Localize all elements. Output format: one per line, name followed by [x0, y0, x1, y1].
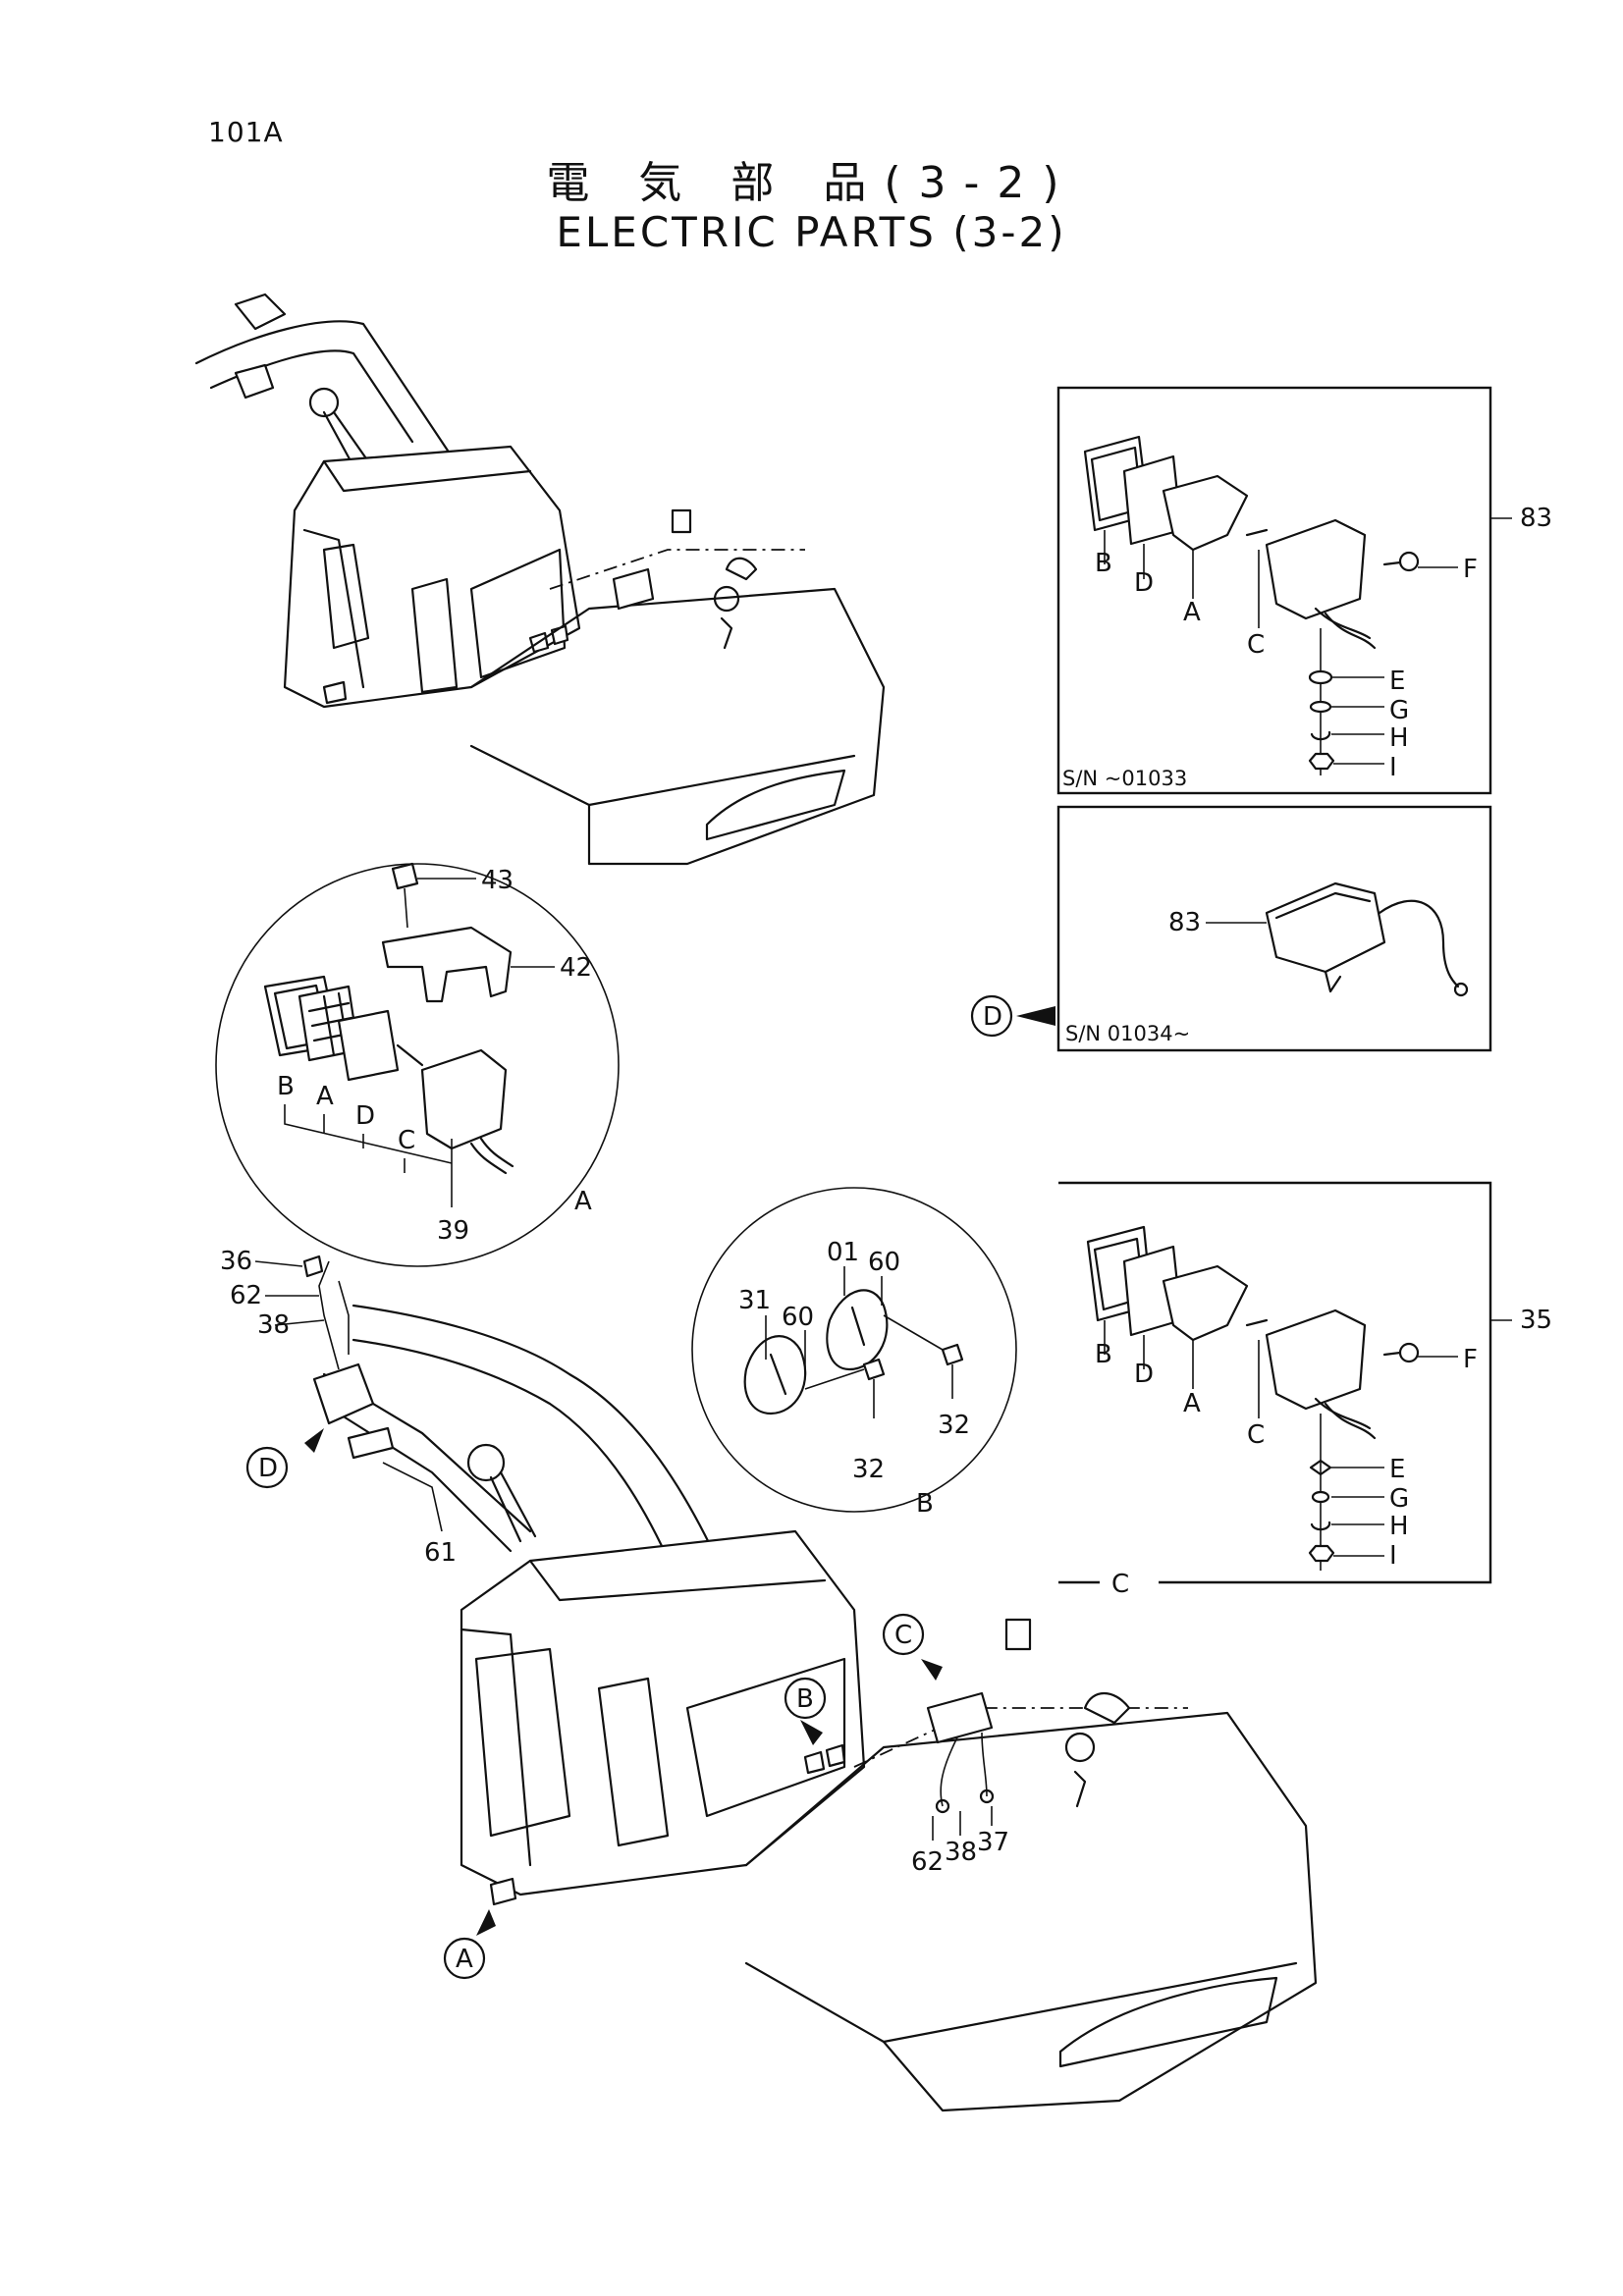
- svg-text:B: B: [1095, 549, 1112, 578]
- machine-overview-bottom: 36 62 38 61 D: [220, 1247, 1318, 2112]
- svg-text:32: 32: [938, 1411, 970, 1440]
- serial-range-upper: S/N ~01033: [1062, 767, 1187, 790]
- svg-text:H: H: [1389, 723, 1409, 753]
- svg-text:E: E: [1389, 667, 1405, 696]
- svg-text:39: 39: [437, 1216, 469, 1246]
- svg-text:60: 60: [782, 1303, 814, 1332]
- svg-text:I: I: [1389, 1541, 1397, 1571]
- svg-text:42: 42: [560, 953, 592, 983]
- title-english: ELECTRIC PARTS (3-2): [556, 208, 1067, 256]
- svg-text:62: 62: [911, 1847, 944, 1877]
- svg-text:43: 43: [481, 866, 514, 895]
- svg-text:F: F: [1463, 555, 1478, 584]
- detail-a-label: A: [574, 1187, 592, 1216]
- svg-text:A: A: [1183, 598, 1201, 627]
- svg-text:62: 62: [230, 1281, 262, 1310]
- title-japanese: 電 気 部 品(3-2): [546, 158, 1077, 208]
- machine-overview-top: [194, 293, 886, 866]
- part-number-83-new: 83: [1168, 908, 1201, 937]
- callout-d-middle: D: [983, 1002, 1002, 1032]
- detail-b-label: B: [916, 1489, 934, 1519]
- svg-text:37: 37: [977, 1828, 1009, 1857]
- svg-text:38: 38: [945, 1838, 977, 1867]
- svg-text:D: D: [1134, 568, 1154, 598]
- svg-text:B: B: [1095, 1340, 1112, 1369]
- detail-b-horn: 31 60 01 60 32 32 B: [691, 1187, 1017, 1519]
- page-number: 101A: [208, 116, 284, 148]
- svg-text:01: 01: [827, 1238, 859, 1267]
- detail-a-lamp: 43 42 B A D C 39 A: [215, 862, 620, 1267]
- svg-text:H: H: [1389, 1512, 1409, 1541]
- lamp-assembly-box-middle: 83 S/N 01034~ D: [970, 805, 1492, 1052]
- svg-text:C: C: [398, 1126, 415, 1155]
- svg-text:C: C: [1247, 630, 1265, 660]
- lamp-assembly-box-upper: 83 B D A C F E G H I S/N ~01033: [1056, 386, 1552, 795]
- lamp-assembly-box-lower: 35 C B D A C F E G H I: [1058, 1181, 1552, 1599]
- svg-text:32: 32: [852, 1455, 885, 1484]
- svg-text:38: 38: [257, 1310, 290, 1340]
- callout-b: B: [796, 1684, 814, 1714]
- svg-text:I: I: [1389, 753, 1397, 782]
- callout-a: A: [456, 1945, 473, 1974]
- svg-text:A: A: [316, 1082, 334, 1111]
- callout-c: C: [894, 1621, 912, 1650]
- svg-text:G: G: [1389, 1484, 1409, 1514]
- svg-text:B: B: [277, 1072, 295, 1101]
- assembly-number-83: 83: [1520, 504, 1552, 533]
- svg-text:36: 36: [220, 1247, 252, 1276]
- svg-text:D: D: [355, 1101, 375, 1131]
- svg-text:C: C: [1247, 1420, 1265, 1450]
- svg-text:D: D: [1134, 1360, 1154, 1389]
- box-lower-ref: C: [1111, 1570, 1129, 1599]
- svg-text:G: G: [1389, 696, 1409, 725]
- callout-d-boom: D: [258, 1454, 278, 1483]
- svg-text:E: E: [1389, 1455, 1405, 1484]
- svg-text:60: 60: [868, 1248, 900, 1277]
- serial-range-middle: S/N 01034~: [1065, 1022, 1190, 1045]
- svg-text:61: 61: [424, 1538, 457, 1568]
- assembly-number-35: 35: [1520, 1306, 1552, 1335]
- svg-text:A: A: [1183, 1389, 1201, 1418]
- svg-text:F: F: [1463, 1345, 1478, 1374]
- svg-text:31: 31: [738, 1286, 771, 1315]
